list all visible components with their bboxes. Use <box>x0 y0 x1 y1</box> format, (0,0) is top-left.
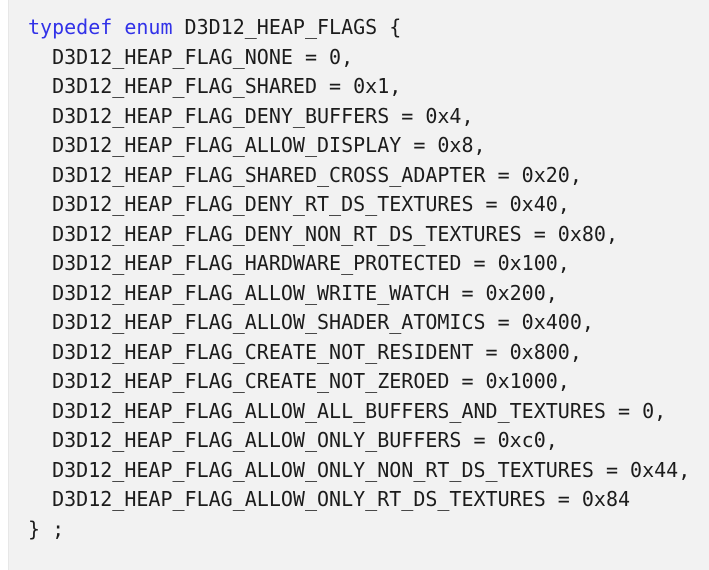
code-line: D3D12_HEAP_FLAG_ALLOW_ALL_BUFFERS_AND_TE… <box>28 397 709 427</box>
code-text: D3D12_HEAP_FLAG_ALLOW_ONLY_RT_DS_TEXTURE… <box>28 487 631 511</box>
code-line: D3D12_HEAP_FLAG_CREATE_NOT_RESIDENT = 0x… <box>28 338 709 368</box>
code-text: D3D12_HEAP_FLAG_ALLOW_DISPLAY = 0x8, <box>28 133 486 157</box>
code-line: D3D12_HEAP_FLAG_SHARED_CROSS_ADAPTER = 0… <box>28 161 709 191</box>
code-line: D3D12_HEAP_FLAG_ALLOW_DISPLAY = 0x8, <box>28 131 709 161</box>
code-line: D3D12_HEAP_FLAG_SHARED = 0x1, <box>28 72 709 102</box>
code-text: } ; <box>28 516 65 541</box>
code-text: D3D12_HEAP_FLAG_CREATE_NOT_RESIDENT = 0x… <box>28 339 582 364</box>
code-text: D3D12_HEAP_FLAG_DENY_RT_DS_TEXTURES = 0x… <box>28 192 570 216</box>
code-line: typedef enum D3D12_HEAP_FLAGS { <box>28 13 709 43</box>
code-line: D3D12_HEAP_FLAG_HARDWARE_PROTECTED = 0x1… <box>28 249 709 279</box>
code-line: D3D12_HEAP_FLAG_DENY_RT_DS_TEXTURES = 0x… <box>28 190 709 220</box>
keyword-token: enum <box>124 15 173 39</box>
code-text <box>112 15 124 39</box>
code-line: D3D12_HEAP_FLAG_ALLOW_WRITE_WATCH = 0x20… <box>28 279 709 309</box>
code-line: D3D12_HEAP_FLAG_ALLOW_ONLY_NON_RT_DS_TEX… <box>28 456 709 486</box>
code-line: D3D12_HEAP_FLAG_NONE = 0, <box>28 43 709 73</box>
code-text: D3D12_HEAP_FLAG_DENY_BUFFERS = 0x4, <box>28 103 474 128</box>
code-text: D3D12_HEAP_FLAG_NONE = 0, <box>28 44 354 69</box>
code-text: D3D12_HEAP_FLAGS { <box>172 15 402 39</box>
code-text: D3D12_HEAP_FLAG_HARDWARE_PROTECTED = 0x1… <box>28 251 570 275</box>
code-line: D3D12_HEAP_FLAG_DENY_NON_RT_DS_TEXTURES … <box>28 220 709 250</box>
keyword-token: typedef <box>28 15 113 39</box>
code-text: D3D12_HEAP_FLAG_CREATE_NOT_ZEROED = 0x10… <box>28 369 570 393</box>
code-line: D3D12_HEAP_FLAG_ALLOW_ONLY_RT_DS_TEXTURE… <box>28 485 709 515</box>
code-line: } ; <box>28 515 709 545</box>
code-line: D3D12_HEAP_FLAG_ALLOW_SHADER_ATOMICS = 0… <box>28 308 709 338</box>
code-block: typedef enum D3D12_HEAP_FLAGS { D3D12_HE… <box>8 0 709 570</box>
code-line: D3D12_HEAP_FLAG_ALLOW_ONLY_BUFFERS = 0xc… <box>28 426 709 456</box>
code-text: D3D12_HEAP_FLAG_ALLOW_ONLY_BUFFERS = 0xc… <box>28 428 558 452</box>
code-text: D3D12_HEAP_FLAG_ALLOW_WRITE_WATCH = 0x20… <box>28 280 558 305</box>
code-line: D3D12_HEAP_FLAG_CREATE_NOT_ZEROED = 0x10… <box>28 367 709 397</box>
code-line: D3D12_HEAP_FLAG_DENY_BUFFERS = 0x4, <box>28 102 709 132</box>
code-text: D3D12_HEAP_FLAG_ALLOW_ALL_BUFFERS_AND_TE… <box>28 398 667 423</box>
code-text: D3D12_HEAP_FLAG_SHARED_CROSS_ADAPTER = 0… <box>28 162 582 187</box>
code-text: D3D12_HEAP_FLAG_DENY_NON_RT_DS_TEXTURES … <box>28 221 619 246</box>
code-text: D3D12_HEAP_FLAG_SHARED = 0x1, <box>28 74 402 98</box>
code-text: D3D12_HEAP_FLAG_ALLOW_SHADER_ATOMICS = 0… <box>28 310 594 334</box>
code-text: D3D12_HEAP_FLAG_ALLOW_ONLY_NON_RT_DS_TEX… <box>28 457 691 482</box>
code-snippet: typedef enum D3D12_HEAP_FLAGS { D3D12_HE… <box>9 0 709 544</box>
